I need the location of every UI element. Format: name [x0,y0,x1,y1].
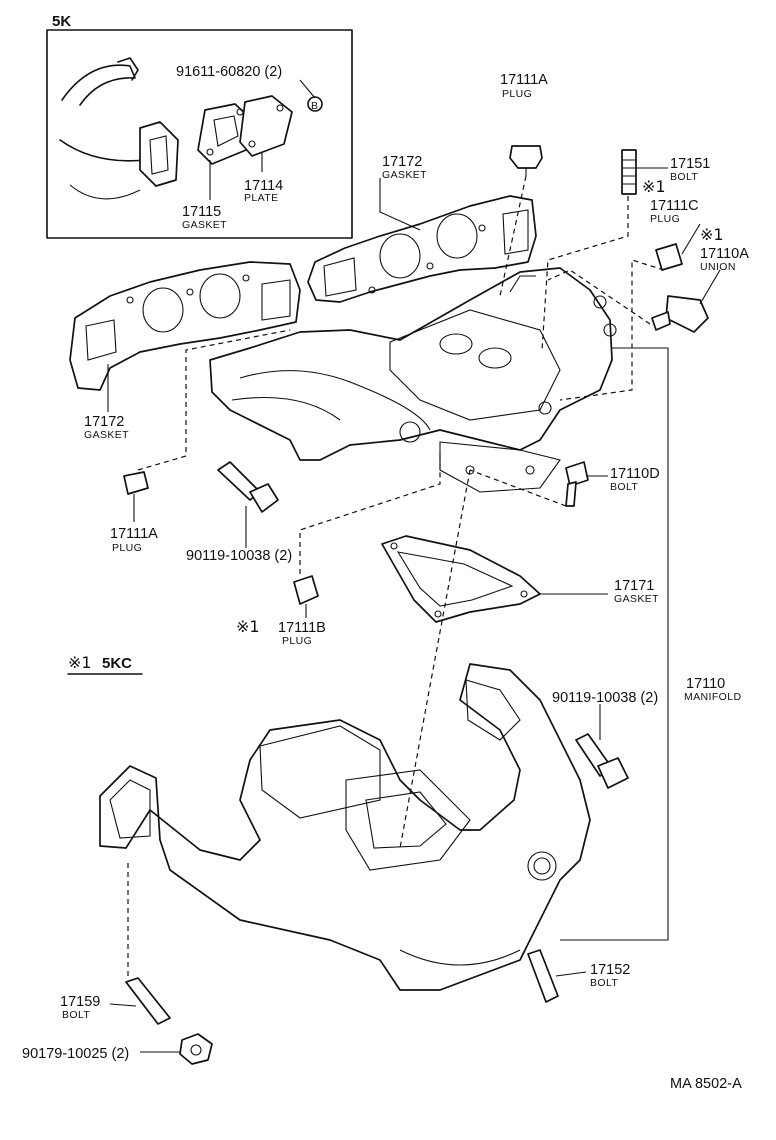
callout-number: 90119-10038 (2) [552,690,658,706]
diagram-code: MA 8502-A [670,1076,742,1092]
callout-number: 17111C [650,198,699,214]
callout-90119-lower: 90119-10038 (2) [552,690,658,706]
callout-number: 17110 [686,676,725,692]
callout-mark: ※1 [700,225,724,244]
callout-number: 17159 [60,994,100,1010]
gasket-17171 [381,535,541,623]
callout-name: GASKET [182,219,227,231]
marker-b-circle [307,96,323,112]
callout-17159: 17159 BOLT [60,994,100,1021]
callout-number: 17111A [110,526,158,542]
leader-lines [107,167,721,1053]
callout-90119-upper: 90119-10038 (2) [186,548,292,564]
callout-17111b: ※1 17111B PLUG [236,617,326,647]
callout-17152: 17152 BOLT [590,962,630,989]
bolt-90119-upper [217,461,279,513]
stud-17151 [621,149,637,195]
gasket-17172-lower [69,261,301,391]
callout-number: 17171 [614,578,654,594]
callout-number: 17152 [590,962,630,978]
callout-number: 17114 [244,178,283,194]
callout-number: 17115 [182,204,221,220]
bolt-90119-lower [575,733,629,789]
nut-90179 [179,1033,213,1065]
callout-name: BOLT [670,171,698,183]
stud-17152 [527,949,559,1003]
callout-mark: ※1 [642,177,666,196]
callout-name: GASKET [382,169,427,181]
callout-17110a: ※1 17110A UNION [700,225,749,273]
callout-17110: 17110 MANIFOLD [684,676,741,703]
callout-17151: 17151 BOLT [670,156,710,183]
callout-17115: 17115 GASKET [182,204,227,231]
callout-name: UNION [700,261,736,273]
callout-17110d: 17110D BOLT [610,466,660,493]
callout-number: 91611-60820 (2) [176,64,282,80]
callout-number: 90119-10038 (2) [186,548,292,564]
plug-17111c [655,243,683,271]
stud-17159 [125,977,171,1025]
bolt-17110d [565,461,589,507]
callout-name: GASKET [614,593,659,605]
variant-label: ※1 5KC [67,653,143,675]
plug-17111a-top [509,145,543,176]
callout-number: 17172 [84,414,124,430]
plug-17111a-left [123,471,149,495]
callout-17111c: ※1 17111C PLUG [642,177,699,225]
callout-number: 17111B [278,620,326,636]
callout-number: 17111A [500,72,548,88]
callout-name: GASKET [84,429,129,441]
callout-name: MANIFOLD [684,691,741,703]
callout-17114: 17114 PLATE [244,178,283,204]
callout-name: PLUG [282,635,312,647]
exhaust-manifold [99,663,591,991]
inset-title: 5K [52,13,71,30]
callout-17171: 17171 GASKET [614,578,659,605]
intake-manifold [209,267,617,493]
callout-17111a-left: 17111A PLUG [110,526,158,554]
callout-17172-top: 17172 GASKET [382,154,427,181]
callout-name: PLUG [502,88,532,100]
callout-name: PLUG [650,213,680,225]
union-17110a [651,295,709,333]
callout-number: 17151 [670,156,710,172]
callout-name: BOLT [62,1009,90,1021]
callout-17111a-top: 17111A PLUG [500,72,548,100]
callout-90179: 90179-10025 (2) [22,1046,129,1062]
variant-text: 5KC [102,655,132,672]
plug-17111b [293,575,319,605]
inset-5k: 5K B [46,13,353,239]
callout-number: 90179-10025 (2) [22,1046,129,1062]
assembly-lines [127,175,665,976]
callout-name: BOLT [590,977,618,989]
callout-91611: 91611-60820 (2) [176,64,282,80]
callout-17172-left: 17172 GASKET [84,414,129,441]
gasket-17172-upper [307,195,537,303]
callout-number: 17110D [610,466,660,482]
callout-mark: ※1 [236,617,260,636]
callout-number: 17172 [382,154,422,170]
marker-b: B [311,100,318,112]
callout-name: BOLT [610,481,638,493]
callout-name: PLUG [112,542,142,554]
callout-name: PLATE [244,192,278,204]
callout-number: 17110A [700,246,749,262]
variant-mark: ※1 [68,653,92,672]
